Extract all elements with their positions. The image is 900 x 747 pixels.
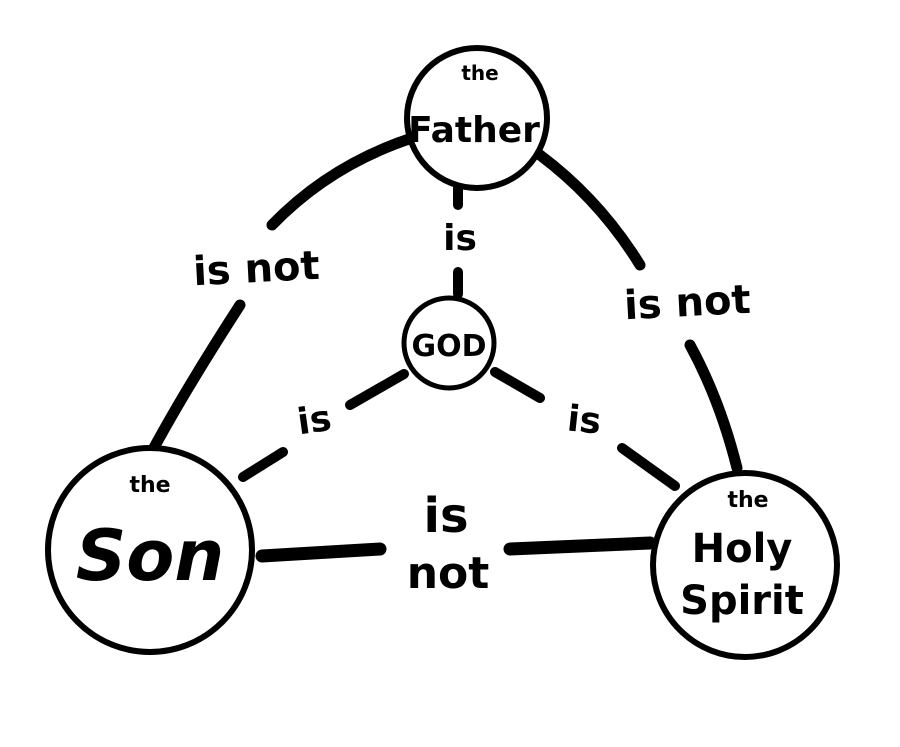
node-god-label: GOD	[411, 329, 486, 364]
label-son-spirit-line2: not	[407, 548, 490, 599]
edge-spirit-god-upper	[490, 367, 545, 403]
label-father-son: is not	[192, 243, 321, 296]
node-son-prefix: the	[129, 473, 170, 498]
node-son: the Son	[45, 445, 255, 655]
edge-father-son-lower	[144, 299, 246, 461]
edge-father-spirit-upper	[534, 149, 646, 271]
edge-father-son-upper	[266, 132, 418, 231]
label-spirit-god: is	[565, 398, 603, 442]
edge-son-god-lower	[238, 447, 288, 482]
node-spirit-label-line2: Spirit	[680, 578, 804, 624]
edge-labels: is not is not is not is is is	[192, 218, 752, 599]
edge-son-god-upper	[345, 369, 409, 410]
edge-son-spirit-left	[255, 542, 387, 563]
edge-son-spirit-right	[503, 536, 657, 556]
edge-father-spirit-lower	[684, 339, 743, 474]
label-father-spirit: is not	[623, 277, 752, 330]
node-spirit-prefix: the	[727, 488, 768, 513]
node-father-prefix: the	[461, 61, 498, 85]
edges	[144, 132, 743, 563]
label-son-spirit-line1: is	[423, 488, 468, 544]
node-father-label: Father	[408, 110, 540, 151]
node-spirit: the Holy Spirit	[650, 470, 840, 660]
node-god-circle	[401, 295, 497, 391]
edge-spirit-god-lower	[617, 443, 680, 491]
node-son-circle	[45, 445, 255, 655]
node-god: GOD	[401, 295, 497, 391]
node-father: the Father	[404, 45, 550, 191]
node-spirit-label-line1: Holy	[692, 526, 793, 572]
node-spirit-circle	[650, 470, 840, 660]
node-son-label: Son	[76, 515, 224, 597]
node-father-circle	[404, 45, 550, 191]
label-father-god: is	[443, 218, 477, 259]
label-son-god: is	[295, 398, 334, 443]
